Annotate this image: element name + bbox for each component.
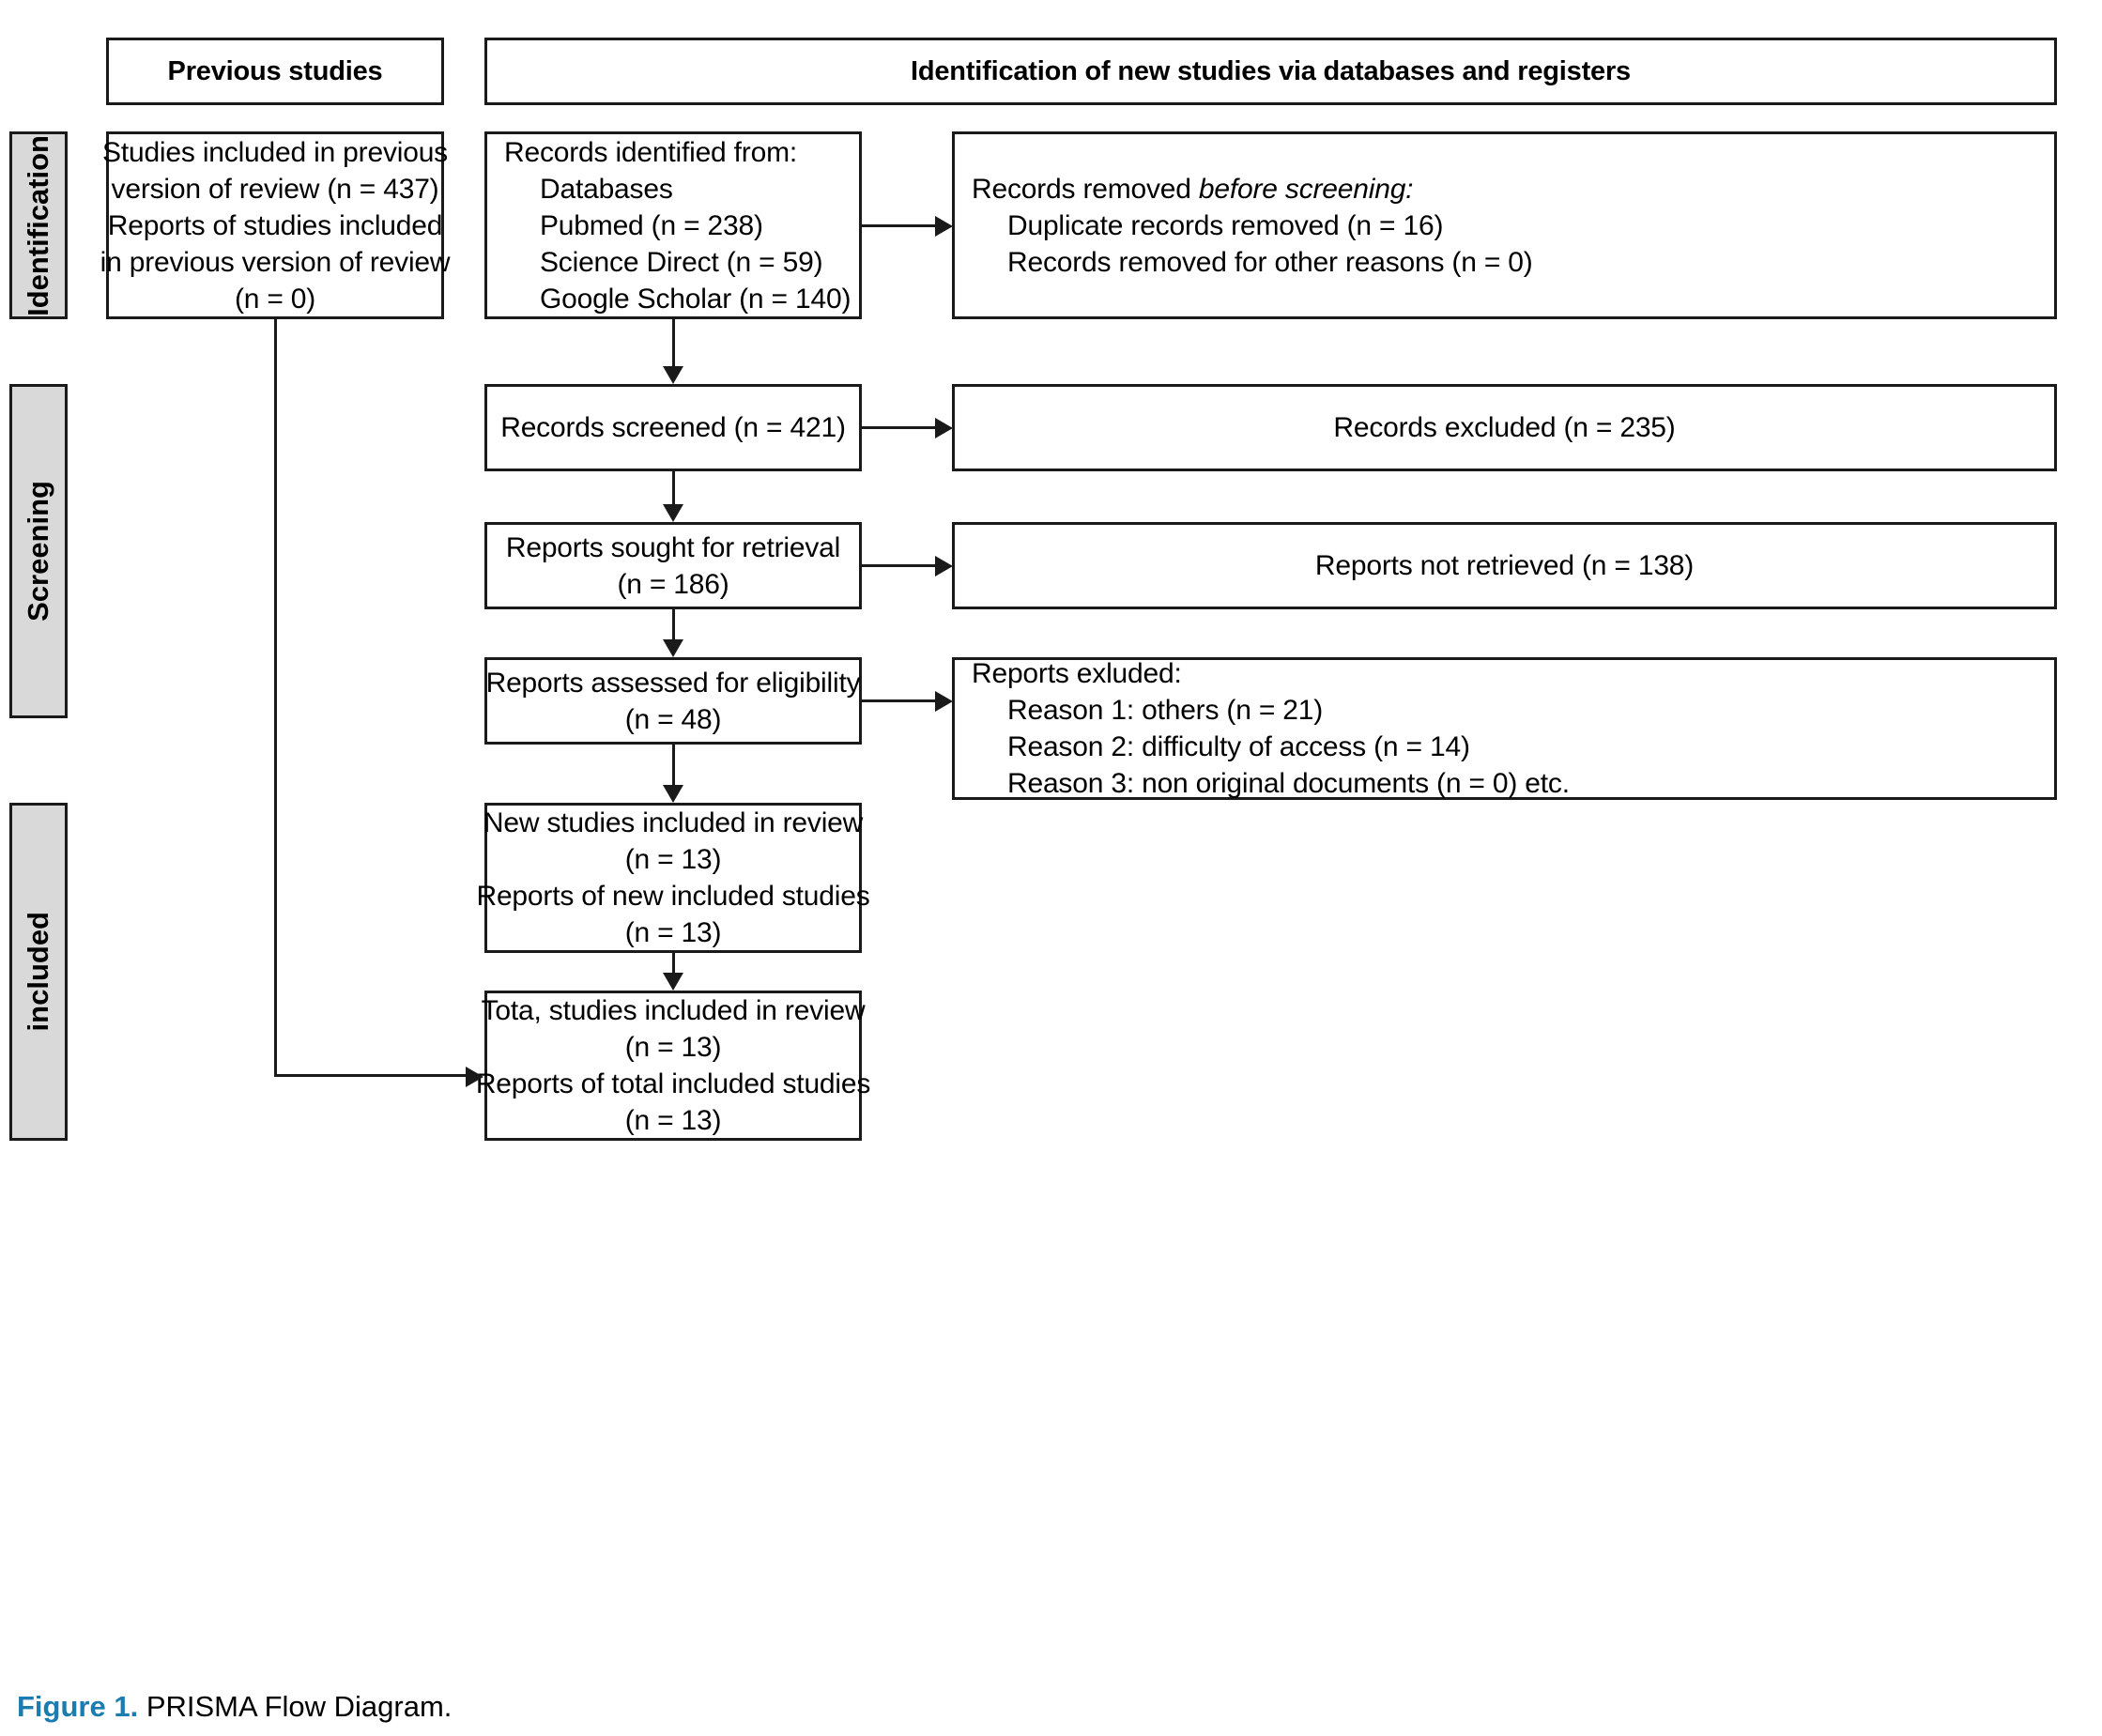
- previous-included-line-2: version of review (n = 437): [111, 173, 439, 205]
- connector-sought-to-assessed: [672, 609, 675, 639]
- records-identified-title: Records identified from:: [504, 136, 798, 168]
- connector-screened-to-sought: [672, 471, 675, 504]
- total-included-line-4: (n = 13): [624, 1105, 722, 1136]
- box-records-screened: Records screened (n = 421): [484, 384, 862, 471]
- reports-not-retrieved-line-1: Reports not retrieved (n = 138): [1314, 550, 1695, 581]
- previous-included-line-1: Studies included in previous: [102, 136, 448, 168]
- connector-assessed-to-new-included: [672, 745, 675, 785]
- previous-included-line-4: in previous version of review: [100, 246, 451, 278]
- header-previous-studies-label: Previous studies: [167, 55, 383, 86]
- connector-sought-to-not-retrieved: [862, 564, 935, 567]
- reports-excluded-item-3: Reason 3: non original documents (n = 0)…: [1007, 768, 1570, 799]
- box-records-excluded: Records excluded (n = 235): [952, 384, 2057, 471]
- previous-included-line-3: Reports of studies included: [107, 209, 443, 241]
- box-reports-not-retrieved: Reports not retrieved (n = 138): [952, 522, 2057, 609]
- records-screened-line-1: Records screened (n = 421): [500, 412, 846, 443]
- figure-caption-text: PRISMA Flow Diagram.: [146, 1690, 453, 1723]
- connector-new-to-total-included: [672, 953, 675, 973]
- total-included-line-2: (n = 13): [624, 1032, 722, 1063]
- arrowhead-identified-to-screened: [663, 366, 683, 384]
- box-total-studies-included: Tota, studies included in review (n = 13…: [476, 991, 870, 1141]
- new-included-group-1: New studies included in review (n = 13): [483, 805, 863, 878]
- records-excluded-line-1: Records excluded (n = 235): [1333, 412, 1676, 443]
- new-included-group-2: Reports of new included studies (n = 13): [476, 878, 869, 951]
- box-previous-studies-included: Studies included in previous version of …: [100, 131, 451, 319]
- arrowhead-identified-to-removed: [935, 216, 953, 237]
- arrowhead-sought-to-not-retrieved: [935, 556, 953, 576]
- connector-screened-to-excluded: [862, 426, 935, 429]
- records-removed-title-plain: Records removed: [972, 173, 1199, 205]
- connector-assessed-to-excluded: [862, 699, 935, 702]
- reports-assessed-line-2: (n = 48): [624, 703, 722, 735]
- records-identified-item-1: Databases: [540, 173, 673, 205]
- box-reports-excluded: Reports exluded: Reason 1: others (n = 2…: [952, 657, 2057, 800]
- reports-sought-line-2: (n = 186): [617, 568, 729, 600]
- box-reports-sought: Reports sought for retrieval (n = 186): [484, 522, 862, 609]
- records-identified-item-2: Pubmed (n = 238): [540, 209, 763, 241]
- total-included-group-2: Reports of total included studies (n = 1…: [475, 1066, 871, 1139]
- box-new-studies-included: New studies included in review (n = 13) …: [476, 803, 870, 953]
- reports-sought-line-1: Reports sought for retrieval: [505, 531, 841, 563]
- box-reports-assessed: Reports assessed for eligibility (n = 48…: [484, 657, 862, 745]
- new-included-line-1: New studies included in review: [483, 807, 864, 838]
- header-previous-studies: Previous studies: [106, 38, 444, 105]
- records-removed-title-italic: before screening:: [1198, 173, 1414, 205]
- reports-excluded-item-1: Reason 1: others (n = 21): [1007, 695, 1324, 726]
- records-identified-item-4: Google Scholar (n = 140): [540, 283, 852, 315]
- previous-included-group-1: Studies included in previous version of …: [102, 134, 448, 207]
- header-new-studies: Identification of new studies via databa…: [484, 38, 2057, 105]
- reports-excluded-item-2: Reason 2: difficulty of access (n = 14): [1007, 731, 1470, 762]
- arrowhead-new-to-total-included: [663, 973, 683, 991]
- connector-previous-elbow-vertical: [274, 319, 277, 1077]
- records-identified-item-3: Science Direct (n = 59): [540, 246, 823, 278]
- connector-previous-elbow-horizontal: [274, 1074, 466, 1077]
- arrowhead-assessed-to-excluded: [935, 691, 953, 712]
- figure-caption-number: Figure 1.: [17, 1690, 139, 1723]
- records-removed-item-1: Duplicate records removed (n = 16): [1007, 209, 1444, 241]
- previous-included-group-2: Reports of studies included in previous …: [100, 207, 451, 317]
- previous-included-line-5: (n = 0): [234, 283, 316, 315]
- reports-assessed-line-1: Reports assessed for eligibility: [485, 667, 861, 699]
- new-included-line-4: (n = 13): [624, 917, 722, 948]
- figure-caption: Figure 1. PRISMA Flow Diagram.: [17, 1690, 452, 1724]
- arrowhead-previous-to-total-included: [466, 1067, 483, 1087]
- connector-identified-to-removed: [862, 224, 935, 227]
- arrowhead-assessed-to-new-included: [663, 785, 683, 803]
- total-included-group-1: Tota, studies included in review (n = 13…: [482, 992, 866, 1066]
- connector-identified-to-screened: [672, 319, 675, 366]
- total-included-line-1: Tota, studies included in review: [481, 995, 866, 1026]
- stage-label-included: included: [9, 803, 68, 1141]
- arrowhead-screened-to-excluded: [935, 418, 953, 438]
- new-included-line-3: Reports of new included studies: [476, 881, 870, 912]
- arrowhead-sought-to-assessed: [663, 639, 683, 657]
- stage-label-screening-text: Screening: [22, 481, 54, 622]
- box-records-removed: Records removed before screening: Duplic…: [952, 131, 2057, 319]
- records-removed-title: Records removed before screening:: [972, 171, 1414, 207]
- stage-label-identification: Identification: [9, 131, 68, 319]
- new-included-line-2: (n = 13): [624, 844, 722, 875]
- header-new-studies-label: Identification of new studies via databa…: [911, 55, 1631, 86]
- arrowhead-screened-to-sought: [663, 504, 683, 522]
- records-removed-item-2: Records removed for other reasons (n = 0…: [1007, 246, 1533, 278]
- stage-label-identification-text: Identification: [22, 134, 54, 316]
- reports-excluded-title: Reports exluded:: [972, 658, 1182, 689]
- stage-label-included-text: included: [22, 912, 54, 1032]
- stage-label-screening: Screening: [9, 384, 68, 718]
- box-records-identified: Records identified from: Databases Pubme…: [484, 131, 862, 319]
- total-included-line-3: Reports of total included studies: [475, 1068, 871, 1099]
